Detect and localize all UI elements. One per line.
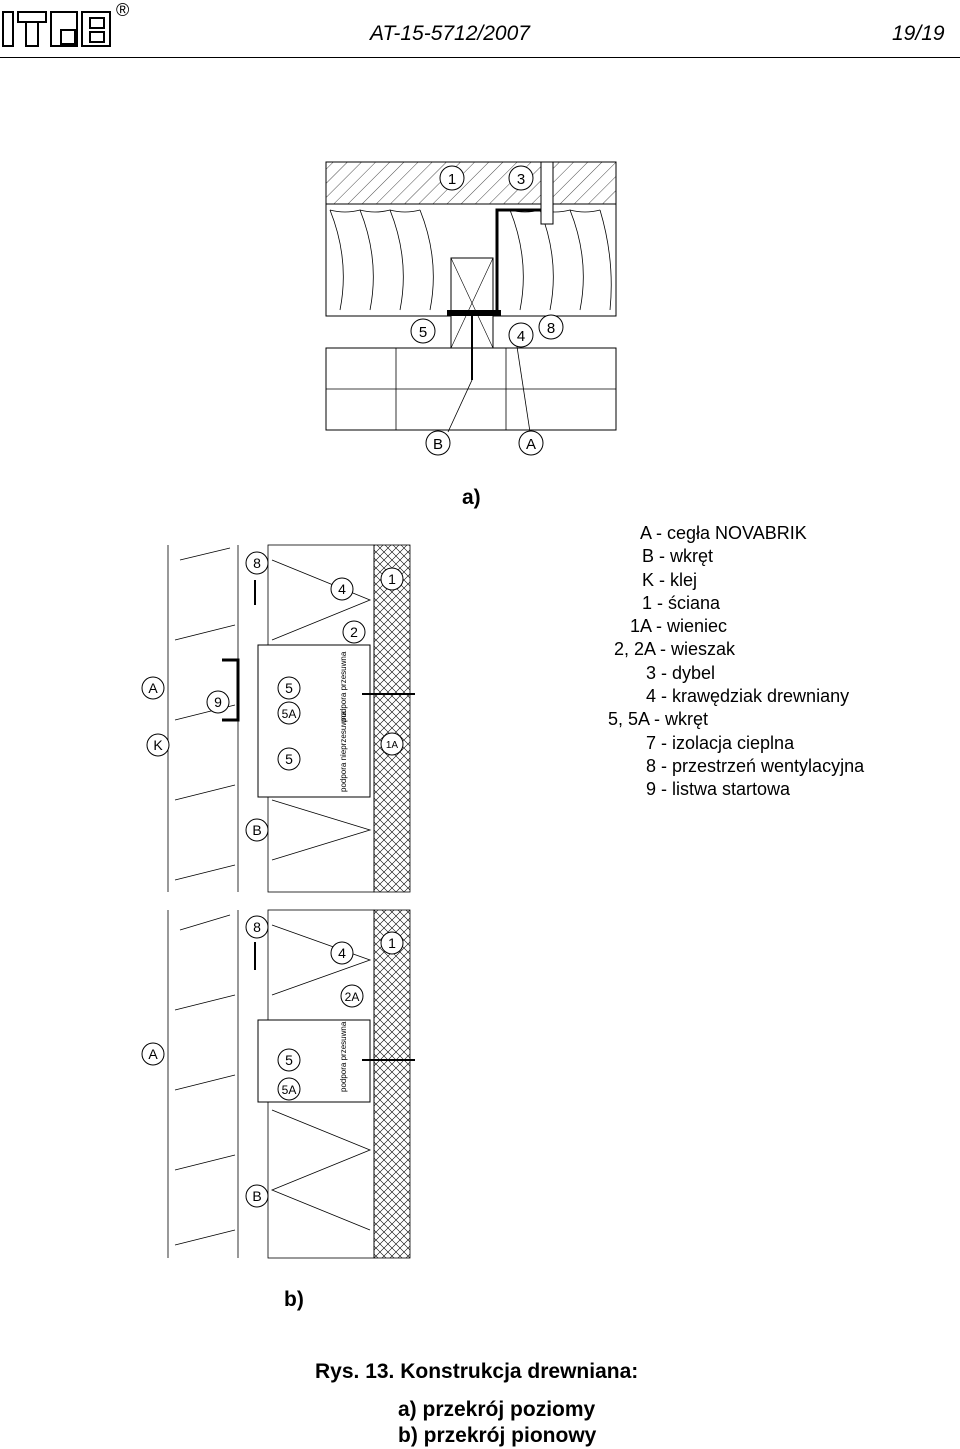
legend-item: B - wkręt [642,546,714,567]
callout-1: 1 [448,171,456,188]
callout-5A: 5A [282,707,297,721]
callout-1: 1 [388,935,396,951]
callout-5: 5 [419,324,427,341]
callout-4: 4 [517,328,525,345]
support-sliding-label: podpora przesuwna [339,1021,348,1092]
legend-item: 4 - krawędziak drewniany [646,686,850,707]
page-number: 19/19 [892,22,945,45]
callout-4: 4 [338,945,346,961]
callout-1: 1 [388,571,396,587]
figure-a-label: a) [462,486,481,509]
callout-8: 8 [547,320,555,337]
callout-8: 8 [253,919,261,935]
callout-5A: 5A [282,1083,297,1097]
callout-B: B [433,436,443,453]
support-fixed-label: podpora nieprzesuwna [339,711,348,792]
itb-logo [2,11,111,47]
callout-8: 8 [253,555,261,571]
legend-item: 1 - ściana [642,592,721,613]
figure-caption: Rys. 13. Konstrukcja drewniana: [315,1360,639,1383]
header-rule [0,57,960,58]
legend-item: 7 - izolacja cieplna [646,732,795,753]
figure-b-label: b) [284,1288,304,1311]
callout-2: 2 [350,624,358,640]
legend-item: 1A - wieniec [630,616,728,637]
caption-item-b: b) przekrój pionowy [398,1424,597,1447]
callout-A: A [526,436,536,453]
callout-A: A [148,680,158,696]
callout-K: K [153,737,163,753]
support-sliding-label: podpora przesuwna [339,651,348,722]
registered-mark: ® [116,0,130,20]
horizontal-section-drawing: 1 3 5 4 8 B A [325,161,617,456]
legend-item: 9 - listwa startowa [646,779,791,800]
callout-1A: 1A [386,740,399,751]
document-code: AT-15-5712/2007 [370,22,530,45]
legend-item: 8 - przestrzeń wentylacyjna [646,755,865,776]
callout-3: 3 [517,171,525,188]
legend: A - cegła NOVABRIK B - wkręt K - klej 1 … [602,522,864,802]
callout-4: 4 [338,581,346,597]
callout-9: 9 [214,694,222,710]
legend-item: K - klej [642,569,698,590]
callout-B: B [252,822,261,838]
vertical-section-drawing-1: 8 4 1 2 A 9 5 5A 5 K 1A 3 B podpora prze… [141,544,415,893]
callout-2A: 2A [345,990,360,1004]
legend-item: A - cegła NOVABRIK [640,523,807,543]
legend-item: 3 - dybel [646,662,716,683]
callout-5: 5 [285,1052,293,1068]
legend-item: 5, 5A - wkręt [608,709,709,730]
callout-5-bottom: 5 [285,751,293,767]
vertical-section-drawing-2: 8 4 1 2A A 5 5A 3 B podpora przesuwna [141,909,415,1259]
callout-A: A [148,1046,158,1062]
caption-item-a: a) przekrój poziomy [398,1398,596,1421]
callout-B: B [252,1188,261,1204]
legend-item: 2, 2A - wieszak [614,639,736,660]
callout-5-top: 5 [285,680,293,696]
